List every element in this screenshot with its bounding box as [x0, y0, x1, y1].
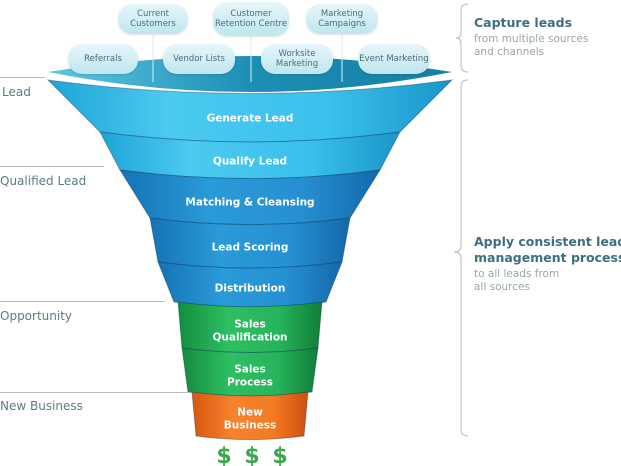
funnel-rim [48, 56, 452, 92]
annotation-capture-title: Capture leads [474, 15, 573, 30]
funnel-band-1 [46, 79, 454, 143]
funnel-stage-label: Qualify Lead [213, 155, 287, 167]
funnel-band-3 [119, 169, 381, 226]
annotation-apply-title2: management process [474, 250, 621, 265]
funnel-stage-label: Business [224, 420, 276, 432]
divider-qualified-lead [0, 166, 104, 167]
funnel-stage-label: Matching & Cleansing [185, 197, 314, 209]
divider-lead [0, 77, 45, 78]
divider-new-business [0, 392, 188, 393]
source-current-customers: Current Customers [118, 4, 188, 34]
funnel-stage-label: Sales [234, 319, 266, 331]
funnel-stage-label: Process [227, 376, 273, 388]
label-lead: Lead [2, 85, 31, 99]
source-referrals: Referrals [68, 44, 138, 74]
funnel-stage-label: Sales [234, 363, 266, 375]
dollar-icon: $ [272, 444, 287, 466]
source-worksite-marketing: Worksite Marketing [261, 44, 333, 74]
funnel-stage-label: Qualification [212, 332, 287, 344]
label-opportunity: Opportunity [0, 309, 73, 323]
annotation-apply-line2: all sources [474, 281, 530, 293]
divider-opportunity [0, 301, 165, 302]
source-event-marketing: Event Marketing [358, 44, 430, 74]
funnel-band-6 [177, 301, 323, 354]
bracket-apply [453, 79, 469, 437]
funnel-stage-label: Distribution [215, 283, 286, 295]
right-brackets [453, 3, 469, 437]
funnel-stage-label: New [237, 407, 263, 419]
annotation-capture-line2: and channels [474, 46, 545, 58]
dollar-icon: $ [216, 444, 231, 466]
source-marketing-campaigns: Marketing Campaigns [306, 4, 378, 34]
label-new-business: New Business [0, 399, 83, 413]
funnel-stage-label: Lead Scoring [212, 241, 289, 253]
bracket-capture [455, 3, 469, 73]
funnel-band-4 [149, 217, 351, 269]
funnel-band-2 [99, 131, 401, 180]
annotation-apply-title: Apply consistent lead [474, 234, 621, 249]
annotation-apply-line1: to all leads from [474, 268, 560, 280]
funnel-stage-label: Generate Lead [207, 113, 294, 125]
dollar-icon: $ [244, 444, 259, 466]
label-qualified-lead: Qualified Lead [0, 174, 87, 188]
source-vendor-lists: Vendor Lists [163, 44, 235, 74]
funnel-band-8 [191, 391, 309, 441]
source-customer-retention-centre: Customer Retention Centre [213, 2, 289, 36]
annotation-capture-line1: from multiple sources [474, 33, 589, 45]
